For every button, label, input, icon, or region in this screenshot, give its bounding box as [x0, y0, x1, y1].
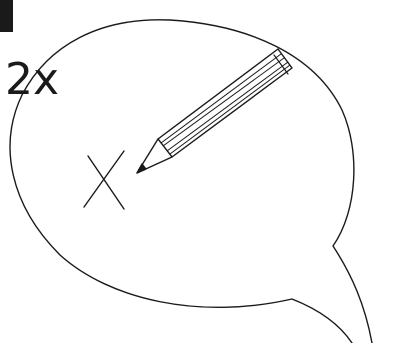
speech-bubble-icon	[10, 20, 372, 343]
corner-bar	[0, 0, 13, 32]
multiplier-label: 2x	[5, 54, 59, 105]
pencil-icon	[137, 49, 292, 173]
x-mark-icon	[84, 151, 124, 209]
